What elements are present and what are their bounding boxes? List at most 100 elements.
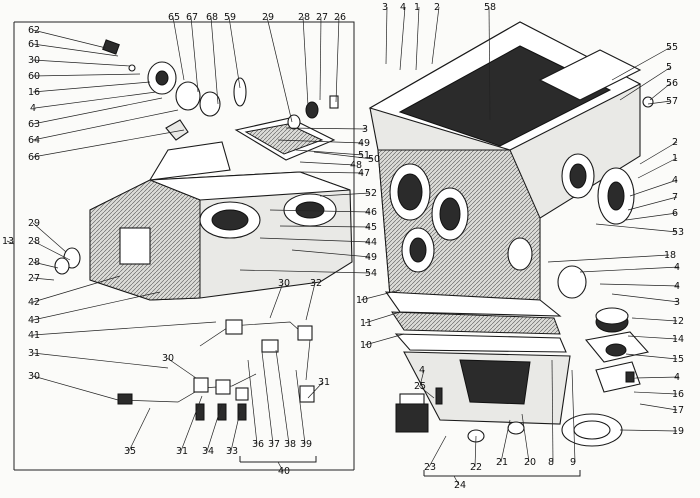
callout-c29a: 29 bbox=[262, 12, 274, 23]
leader-c56 bbox=[649, 82, 672, 101]
leader-c14 bbox=[627, 335, 678, 340]
leader-c67 bbox=[190, 16, 199, 93]
leader-c60 bbox=[32, 73, 141, 77]
leader-c52 bbox=[319, 192, 371, 197]
leader-c31a bbox=[32, 352, 169, 369]
callout-c43: 43 bbox=[28, 315, 40, 326]
callout-c48a: 48 bbox=[350, 160, 362, 171]
leader-c23 bbox=[428, 435, 447, 468]
callout-c62: 62 bbox=[28, 25, 40, 36]
callout-c49b: 49 bbox=[365, 252, 377, 263]
leader-c2a bbox=[431, 6, 440, 65]
leader-c39 bbox=[295, 369, 306, 445]
leader-c17 bbox=[639, 403, 678, 411]
leader-c2b bbox=[639, 141, 678, 165]
leader-c18 bbox=[547, 254, 670, 263]
leader-c11 bbox=[364, 311, 401, 324]
callout-c4g: 4 bbox=[419, 365, 425, 376]
leader-c31b bbox=[307, 381, 324, 399]
group-24-bracket bbox=[423, 470, 581, 477]
leader-c44 bbox=[259, 237, 371, 243]
left-side-parts bbox=[54, 247, 81, 275]
callout-c49a: 49 bbox=[358, 138, 370, 149]
leader-c57 bbox=[647, 100, 672, 105]
leader-c16b bbox=[633, 391, 678, 395]
leader-c30b bbox=[32, 375, 119, 401]
callout-c3b: 3 bbox=[382, 2, 388, 13]
callout-c29b: 29 bbox=[28, 218, 40, 229]
leader-c4e bbox=[599, 283, 680, 287]
callout-c35: 35 bbox=[124, 446, 136, 457]
leader-c27a bbox=[319, 16, 322, 101]
callout-c30d: 30 bbox=[278, 278, 290, 289]
leader-c61 bbox=[32, 43, 119, 57]
callout-c50: 50 bbox=[368, 154, 380, 165]
plug-and-seal-parts bbox=[102, 39, 339, 141]
callout-c4a: 4 bbox=[30, 103, 36, 114]
cover-housing bbox=[89, 141, 353, 301]
leader-c28a bbox=[302, 16, 309, 107]
callout-c10b: 10 bbox=[360, 340, 372, 351]
leader-c8 bbox=[551, 359, 554, 463]
callout-c54: 54 bbox=[365, 268, 377, 279]
callout-c45: 45 bbox=[365, 222, 377, 233]
leader-c16a bbox=[32, 81, 151, 93]
callout-c14: 14 bbox=[672, 334, 684, 345]
callout-c11: 11 bbox=[360, 318, 372, 329]
callout-c46: 46 bbox=[365, 207, 377, 218]
callout-c64: 64 bbox=[28, 135, 40, 146]
leader-c7 bbox=[627, 196, 678, 211]
callout-c15: 15 bbox=[672, 354, 684, 365]
leader-c58 bbox=[488, 6, 491, 121]
leader-c24 bbox=[453, 475, 460, 486]
leader-c40 bbox=[277, 461, 284, 472]
leader-c33 bbox=[230, 411, 241, 452]
leader-c42 bbox=[32, 275, 121, 303]
callout-c31b: 31 bbox=[318, 377, 330, 388]
callout-c28a: 28 bbox=[298, 12, 310, 23]
callout-c16a: 16 bbox=[28, 87, 40, 98]
pipe-assembly bbox=[117, 319, 315, 421]
main-gearbox-case bbox=[368, 21, 642, 301]
leader-c25 bbox=[418, 385, 435, 399]
callout-c28c: 28 bbox=[28, 257, 40, 268]
callout-c4b: 4 bbox=[400, 2, 406, 13]
callout-c34: 34 bbox=[202, 446, 214, 457]
callout-c4e: 4 bbox=[674, 281, 680, 292]
leader-c27b bbox=[32, 277, 55, 281]
callout-c17: 17 bbox=[672, 405, 684, 416]
callout-c28b: 28 bbox=[28, 236, 40, 247]
callout-c52: 52 bbox=[365, 188, 377, 199]
leader-c6 bbox=[625, 212, 678, 221]
leader-c4g bbox=[419, 369, 425, 387]
callout-c16b: 16 bbox=[672, 389, 684, 400]
leader-c34 bbox=[206, 403, 223, 452]
callout-c55: 55 bbox=[666, 42, 678, 53]
callout-c2b: 2 bbox=[672, 137, 678, 148]
callout-c40: 40 bbox=[278, 466, 290, 477]
callout-c13: 13 bbox=[2, 236, 14, 247]
callout-c6: 6 bbox=[672, 208, 678, 219]
leader-c10b bbox=[364, 333, 405, 346]
callout-c10a: 10 bbox=[356, 295, 368, 306]
callout-c27b: 27 bbox=[28, 273, 40, 284]
callout-c1b: 1 bbox=[672, 153, 678, 164]
callout-c30b: 30 bbox=[28, 371, 40, 382]
callout-c42: 42 bbox=[28, 297, 40, 308]
leader-c49a bbox=[277, 139, 364, 144]
leader-c36 bbox=[247, 359, 258, 445]
callout-c67: 67 bbox=[186, 12, 198, 23]
callout-c3a: 3 bbox=[362, 124, 368, 135]
leader-c64 bbox=[32, 109, 179, 141]
callout-c58: 58 bbox=[484, 2, 496, 13]
leader-c62 bbox=[32, 29, 107, 49]
callout-c66: 66 bbox=[28, 152, 40, 163]
leader-c4c bbox=[629, 179, 678, 197]
callout-c26: 26 bbox=[334, 12, 346, 23]
callout-c21: 21 bbox=[496, 457, 508, 468]
leader-c5 bbox=[619, 66, 672, 101]
callout-c24: 24 bbox=[454, 480, 466, 491]
